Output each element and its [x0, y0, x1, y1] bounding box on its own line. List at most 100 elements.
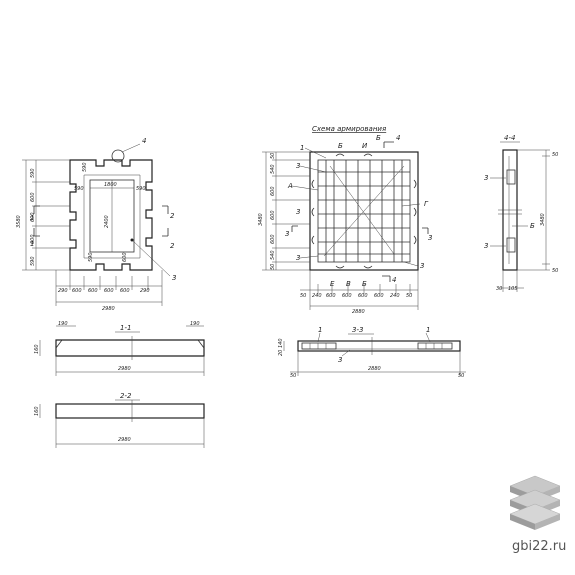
section44-height: 3480: [540, 213, 546, 226]
section33-mark-1b: 1: [426, 326, 430, 334]
section11-height: 160: [34, 344, 40, 354]
reinf-b-50b: 50: [406, 293, 412, 299]
reinf-title: Схема армирования: [312, 125, 386, 133]
reinf-mark-E: Е: [330, 280, 335, 288]
panel-section-2-2: 2-2 160 2980: [34, 392, 205, 448]
section33-h140: 140: [278, 338, 284, 348]
reinf-mark-3r: 3: [428, 234, 432, 242]
reinf-inner-frame: [317, 159, 411, 263]
plan-top-590-r: 590: [136, 186, 146, 192]
reinf-mark-B4: Б: [362, 280, 367, 288]
reinf-mark-B: Б: [338, 142, 343, 150]
section33-length: 2880: [368, 366, 381, 372]
plan-opening-width: 1800: [104, 182, 117, 188]
panel-section-4-4: 4-4 3 3 Б 50 3480 50 30 105: [484, 134, 558, 292]
plan-slab-outline: [69, 159, 153, 271]
section22-height: 160: [34, 406, 40, 416]
section44-b-30: 30: [496, 286, 502, 292]
reinf-mark-1: 1: [300, 144, 304, 152]
reinf-l-50: 50: [270, 153, 276, 159]
plan-left-600c: 600: [30, 234, 36, 244]
site-watermark[interactable]: gbi22.ru: [512, 539, 566, 554]
plan-mark-3: 3: [172, 274, 176, 282]
section44-bottom: 50: [552, 268, 558, 274]
reinf-b-600c: 600: [358, 293, 368, 299]
reinf-hooks: [311, 153, 417, 269]
plan-b-600b: 600: [88, 288, 98, 294]
reinf-mark-4: 4: [396, 134, 400, 142]
section44-mark-3b: 3: [484, 242, 488, 250]
section33-cage-left: [301, 342, 337, 350]
panel-section-3-3: 3-3 1 1 3 140 20 50 50 2880: [278, 326, 466, 379]
plan-top-590: 590: [74, 186, 84, 192]
plan-mark-1: 1: [30, 214, 34, 222]
section11-length: 2980: [118, 366, 131, 372]
section11-right: 190: [190, 321, 200, 327]
plan-left-600b: 600: [30, 212, 36, 222]
plan-left-590b: 590: [30, 256, 36, 266]
reinf-mark-I: И: [362, 142, 368, 150]
plan-left-590: 590: [30, 168, 36, 178]
section22-profile: [55, 403, 205, 419]
plan-b-600a: 600: [72, 288, 82, 294]
section44-cage-bottom: [506, 237, 516, 253]
section44-mark-B: Б: [530, 222, 535, 230]
section11-title: 1-1: [120, 324, 131, 332]
plan-b-600d: 600: [120, 288, 130, 294]
reinf-mark-3b: 3: [296, 208, 300, 216]
reinf-b-240b: 240: [390, 293, 400, 299]
reinf-b-600d: 600: [374, 293, 384, 299]
section33-left: 50: [290, 373, 296, 379]
plan-left-600a: 600: [30, 192, 36, 202]
section33-h20: 20: [278, 350, 284, 356]
section44-top: 50: [552, 152, 558, 158]
reinf-mark-3l: 3: [285, 230, 289, 238]
stacked-slabs-logo: [509, 475, 561, 530]
panel-reinforcement-scheme: Схема армирования 1 Б И Б 4 3 А Г 3 3 3 …: [258, 125, 432, 315]
reinf-mark-B2: Б: [376, 134, 381, 142]
section44-mark-3a: 3: [484, 174, 488, 182]
reinf-mark-3c: 3: [296, 254, 300, 262]
plan-inner-border: [83, 174, 141, 259]
section44-cage-top: [506, 169, 516, 185]
section22-title: 2-2: [120, 392, 132, 400]
section33-profile: [297, 340, 461, 352]
reinf-vertical-bars: [325, 160, 403, 262]
section33-cage-right: [417, 342, 453, 350]
plan-mark-2b: 2: [170, 242, 175, 250]
plan-mark-1b: 1: [30, 240, 34, 248]
plan-width-overall: 2980: [102, 306, 115, 312]
plan-bot-590a: 590: [82, 162, 88, 172]
plan-bot-590b: 590: [88, 252, 94, 262]
reinf-b-600b: 600: [342, 293, 352, 299]
reinf-width: 2880: [352, 309, 365, 315]
plan-mark-2: 2: [170, 212, 175, 220]
reinf-horizontal-bars: [318, 171, 410, 255]
section11-profile: [55, 339, 205, 357]
reinf-b-600a: 600: [326, 293, 336, 299]
plan-mark-4: 4: [142, 137, 146, 145]
reinf-l-600c: 600: [270, 234, 276, 244]
reinf-frame: [309, 151, 419, 271]
reinf-mark-B3: В: [346, 280, 351, 288]
plan-b-290b: 290: [140, 288, 150, 294]
reinf-l-540: 540: [270, 164, 276, 174]
section44-b-105: 105: [508, 286, 518, 292]
section22-length: 2980: [118, 437, 131, 443]
plan-height-overall: 3580: [16, 215, 22, 228]
section33-mark-1: 1: [318, 326, 322, 334]
plan-b-600c: 600: [104, 288, 114, 294]
reinf-l-600b: 600: [270, 210, 276, 220]
plan-b-290a: 290: [58, 288, 68, 294]
reinf-l-50b: 50: [270, 264, 276, 270]
plan-bot-600: 600: [122, 252, 128, 262]
reinf-l-540b: 540: [270, 250, 276, 260]
reinf-b-50: 50: [300, 293, 306, 299]
panel-plan-view: 4 3 1 1 2 2 1800 2400 590 590 590 590 60…: [16, 137, 176, 312]
reinf-mark-3a: 3: [296, 162, 300, 170]
reinf-height: 3480: [258, 213, 264, 226]
section33-title: 3-3: [352, 326, 363, 334]
plan-opening-height: 2400: [104, 215, 110, 228]
